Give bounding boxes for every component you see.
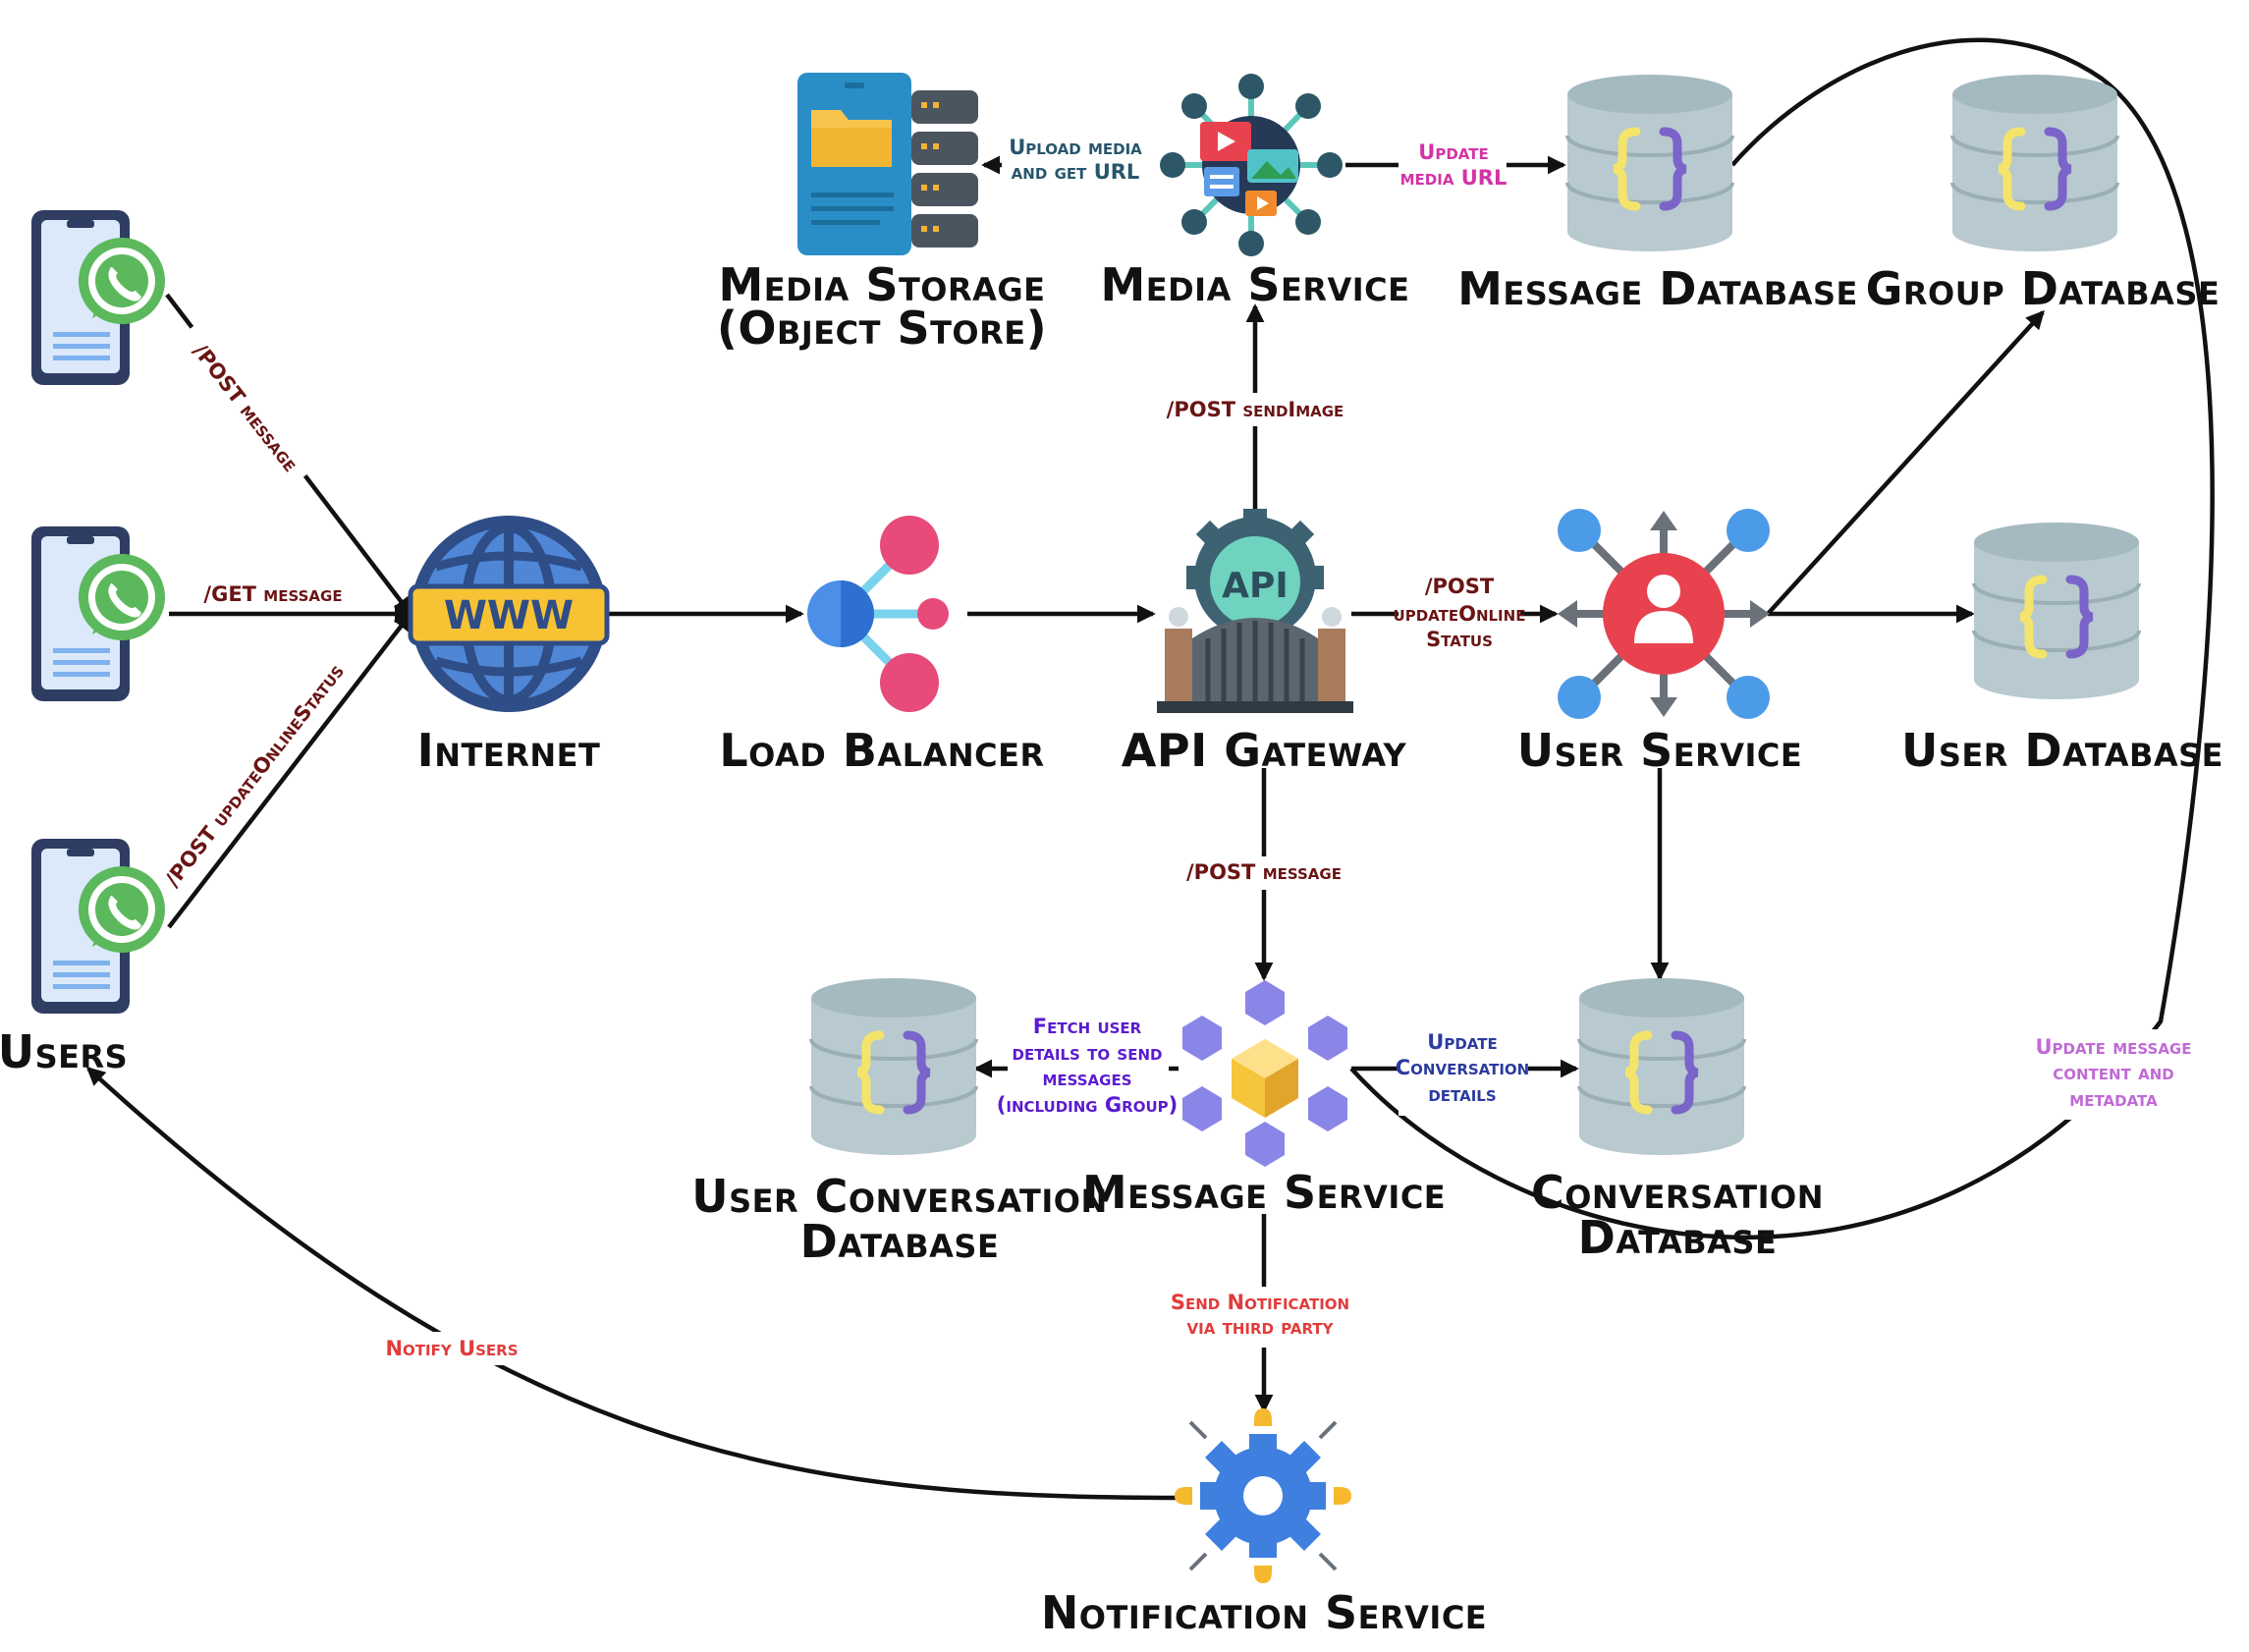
node-user-database-label: User Database	[1901, 724, 2223, 777]
edge-userservice-groupdb	[1766, 309, 2045, 616]
node-user-service-label: User Service	[1517, 724, 1803, 777]
node-api-gateway-label: API Gateway	[1122, 724, 1407, 777]
node-notification-service-label: Notification Service	[1041, 1586, 1487, 1639]
label-fetch-user-1: Fetch user	[1033, 1015, 1142, 1038]
label-update-msg-content-2: content and	[2053, 1061, 2174, 1084]
api-gateway-icon: API	[1157, 509, 1353, 713]
message-service-icon	[1182, 980, 1347, 1167]
label-fetch-user-3: messages	[1042, 1067, 1131, 1090]
conversation-database-icon	[1579, 978, 1744, 1155]
message-database-icon	[1567, 75, 1732, 251]
globe-icon: WWW	[408, 516, 610, 712]
label-update-media-url-2: media URL	[1400, 166, 1508, 190]
node-group-database-label: Group Database	[1866, 262, 2221, 315]
label-upload-media-1: Upload media	[1009, 136, 1142, 159]
label-update-msg-content-1: Update message	[2035, 1035, 2191, 1059]
label-gateway-online-2: updateOnline	[1394, 602, 1526, 626]
label-send-notification-2: via third party	[1187, 1315, 1335, 1339]
label-post-send-image: /POST sendImage	[1167, 398, 1344, 421]
label-gateway-online-3: Status	[1426, 628, 1493, 651]
label-fetch-user-2: details to send	[1013, 1041, 1163, 1065]
node-users-label: Users	[0, 1025, 128, 1078]
node-media-storage-label-1: Media Storage	[718, 258, 1045, 311]
label-update-msg-content-3: metadata	[2069, 1087, 2158, 1111]
www-badge-text: WWW	[444, 593, 574, 638]
node-message-database-label: Message Database	[1457, 262, 1858, 315]
label-post-message-gateway: /POST message	[1186, 860, 1342, 884]
label-fetch-user-4: (including Group)	[997, 1093, 1178, 1117]
label-update-conv-3: details	[1428, 1082, 1496, 1106]
user-database-icon	[1974, 523, 2139, 699]
node-internet-label: Internet	[417, 724, 601, 777]
label-update-online-status: /POST updateOnlineStatus	[160, 660, 349, 892]
node-message-service-label: Message Service	[1082, 1166, 1446, 1219]
user-service-icon	[1558, 509, 1770, 719]
node-media-storage-label-2: (Object Store)	[717, 302, 1047, 355]
edge-notify-users	[85, 1067, 1179, 1501]
edge-update-online-status	[167, 611, 412, 929]
notification-service-icon	[1175, 1408, 1351, 1583]
label-post-message-user: /POST message	[189, 339, 302, 475]
label-update-conv-2: Conversation	[1396, 1056, 1530, 1079]
node-conversation-db-label-2: Database	[1578, 1211, 1778, 1264]
label-notify-users: Notify Users	[385, 1337, 518, 1360]
edge-msgservice-msgdb	[1349, 37, 2215, 1240]
media-storage-icon	[797, 73, 978, 255]
label-gateway-online-1: /POST	[1425, 575, 1495, 598]
label-update-media-url-1: Update	[1418, 140, 1488, 164]
phone-icon-middle	[31, 526, 165, 701]
api-badge-text: API	[1222, 566, 1289, 606]
node-media-service-label: Media Service	[1100, 258, 1409, 311]
node-load-balancer-label: Load Balancer	[719, 724, 1044, 777]
media-service-icon	[1160, 74, 1343, 256]
node-user-conversation-db-label-1: User Conversation	[691, 1170, 1107, 1223]
label-upload-media-2: and get URL	[1012, 160, 1140, 184]
label-update-conv-1: Update	[1427, 1030, 1497, 1054]
user-conversation-database-icon	[811, 978, 976, 1155]
group-database-icon	[1952, 75, 2117, 251]
label-send-notification-1: Send Notification	[1171, 1291, 1349, 1314]
node-conversation-db-label-1: Conversation	[1531, 1166, 1824, 1219]
load-balancer-icon	[807, 516, 949, 712]
label-get-message: /GET message	[203, 582, 342, 606]
node-user-conversation-db-label-2: Database	[800, 1215, 1000, 1268]
phone-icon-bottom	[31, 839, 165, 1014]
phone-icon-top	[31, 210, 165, 385]
